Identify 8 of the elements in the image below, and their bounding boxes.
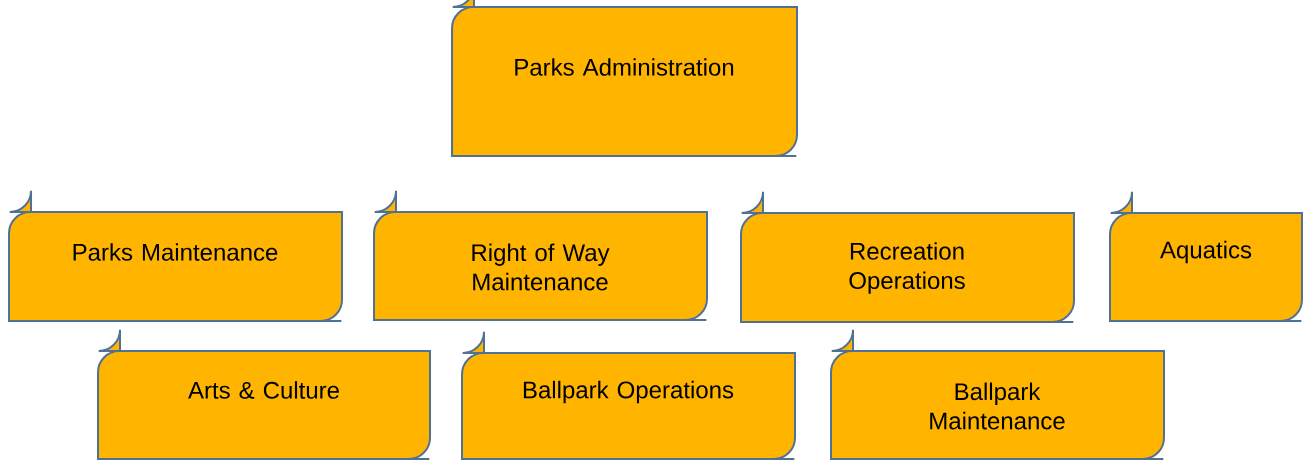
org-box: Parks Maintenance <box>8 189 343 322</box>
org-box: Ballpark Maintenance <box>830 328 1165 460</box>
org-box: Recreation Operations <box>740 190 1075 323</box>
org-box: Aquatics <box>1109 190 1303 322</box>
org-box: Arts & Culture <box>97 328 431 460</box>
org-box: Parks Administration <box>451 0 798 157</box>
org-box: Ballpark Operations <box>461 330 796 460</box>
org-box: Right of Way Maintenance <box>373 189 708 321</box>
